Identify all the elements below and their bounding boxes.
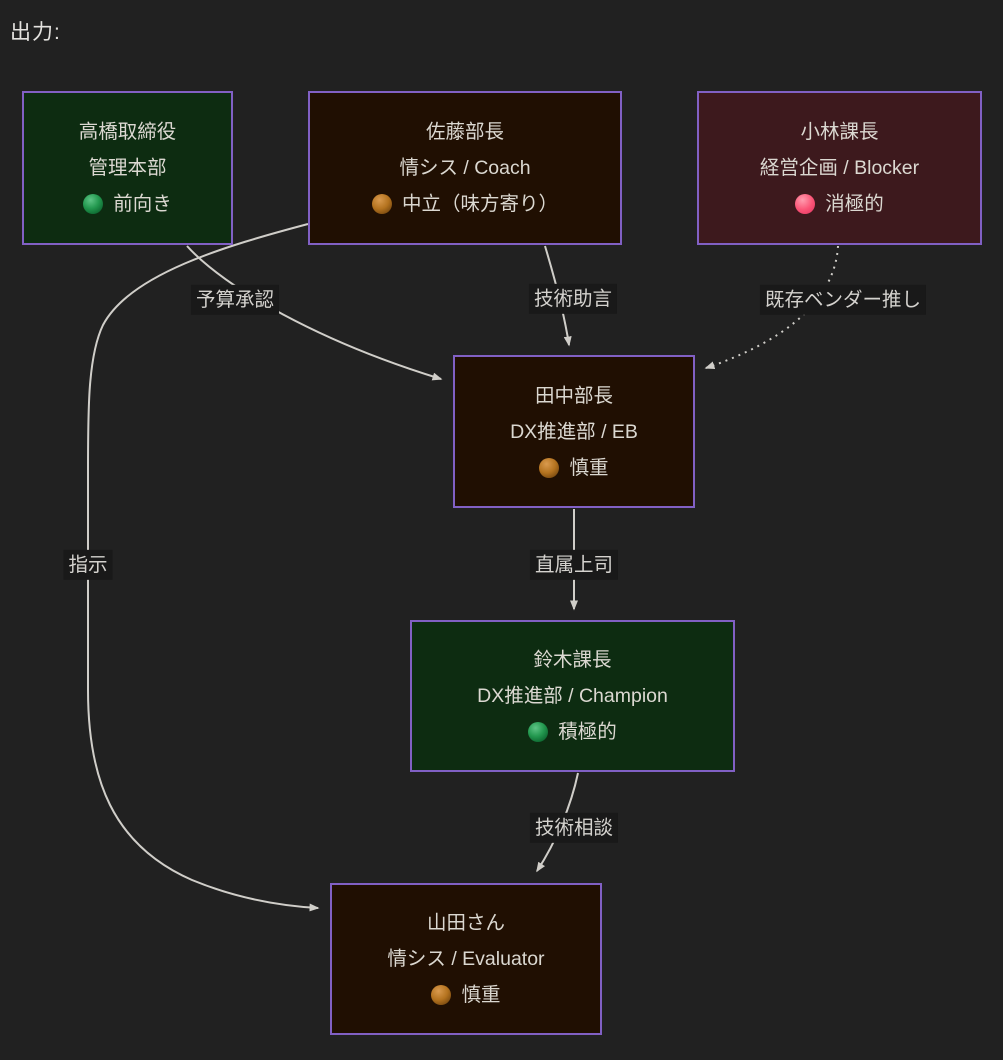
node-takahashi: 高橋取締役 管理本部 前向き: [22, 91, 233, 245]
edge-label-budget-approval: 予算承認: [190, 284, 280, 316]
node-dept-role: 経営企画 / Blocker: [759, 157, 920, 179]
node-name: 高橋取締役: [78, 121, 177, 143]
status-dot-icon: [371, 194, 392, 214]
node-dept-role: 情シス / Coach: [399, 157, 531, 179]
node-stance-row: 中立（味方寄り）: [371, 186, 558, 222]
node-stance: 慎重: [461, 984, 501, 1006]
node-tanaka: 田中部長 DX推進部 / EB 慎重: [453, 355, 695, 508]
node-stance-row: 消極的: [795, 186, 884, 222]
node-stance: 慎重: [569, 456, 609, 479]
edge-label-direct-boss: 直属上司: [529, 549, 619, 581]
node-stance: 中立（味方寄り）: [401, 193, 558, 215]
node-stance-row: 積極的: [528, 714, 617, 750]
node-stance-row: 慎重: [431, 977, 501, 1013]
edge-label-tech-advice: 技術助言: [528, 283, 618, 315]
edge-instruction: [87, 223, 320, 912]
status-dot-icon: [795, 194, 816, 214]
node-stance: 前向き: [113, 193, 172, 215]
node-dept-role: 情シス / Evaluator: [387, 948, 545, 970]
node-name: 田中部長: [534, 384, 613, 407]
output-label: 出力:: [10, 21, 61, 44]
node-name: 小林課長: [800, 121, 879, 143]
status-dot-icon: [539, 457, 560, 478]
node-stance-row: 慎重: [539, 450, 609, 486]
edge-label-vendor-push: 既存ベンダー推し: [759, 284, 927, 316]
status-dot-icon: [83, 194, 104, 214]
node-stance: 積極的: [558, 721, 617, 743]
edge-label-tech-consult: 技術相談: [529, 812, 619, 844]
node-name: 山田さん: [426, 912, 505, 934]
node-dept-role: DX推進部 / Champion: [477, 685, 668, 707]
node-stance: 消極的: [825, 193, 884, 215]
node-dept-role: DX推進部 / EB: [510, 420, 638, 443]
edge-label-instruction: 指示: [63, 549, 113, 581]
node-sato: 佐藤部長 情シス / Coach 中立（味方寄り）: [308, 91, 622, 245]
node-name: 佐藤部長: [425, 121, 504, 143]
status-dot-icon: [431, 985, 452, 1005]
status-dot-icon: [528, 722, 549, 742]
node-kobayashi: 小林課長 経営企画 / Blocker 消極的: [697, 91, 982, 245]
node-yamada: 山田さん 情シス / Evaluator 慎重: [330, 883, 602, 1035]
edge-budget-approval: [186, 245, 443, 381]
node-suzuki: 鈴木課長 DX推進部 / Champion 積極的: [410, 620, 735, 772]
node-stance-row: 前向き: [83, 186, 172, 222]
node-name: 鈴木課長: [533, 649, 612, 671]
node-dept-role: 管理本部: [88, 157, 167, 179]
